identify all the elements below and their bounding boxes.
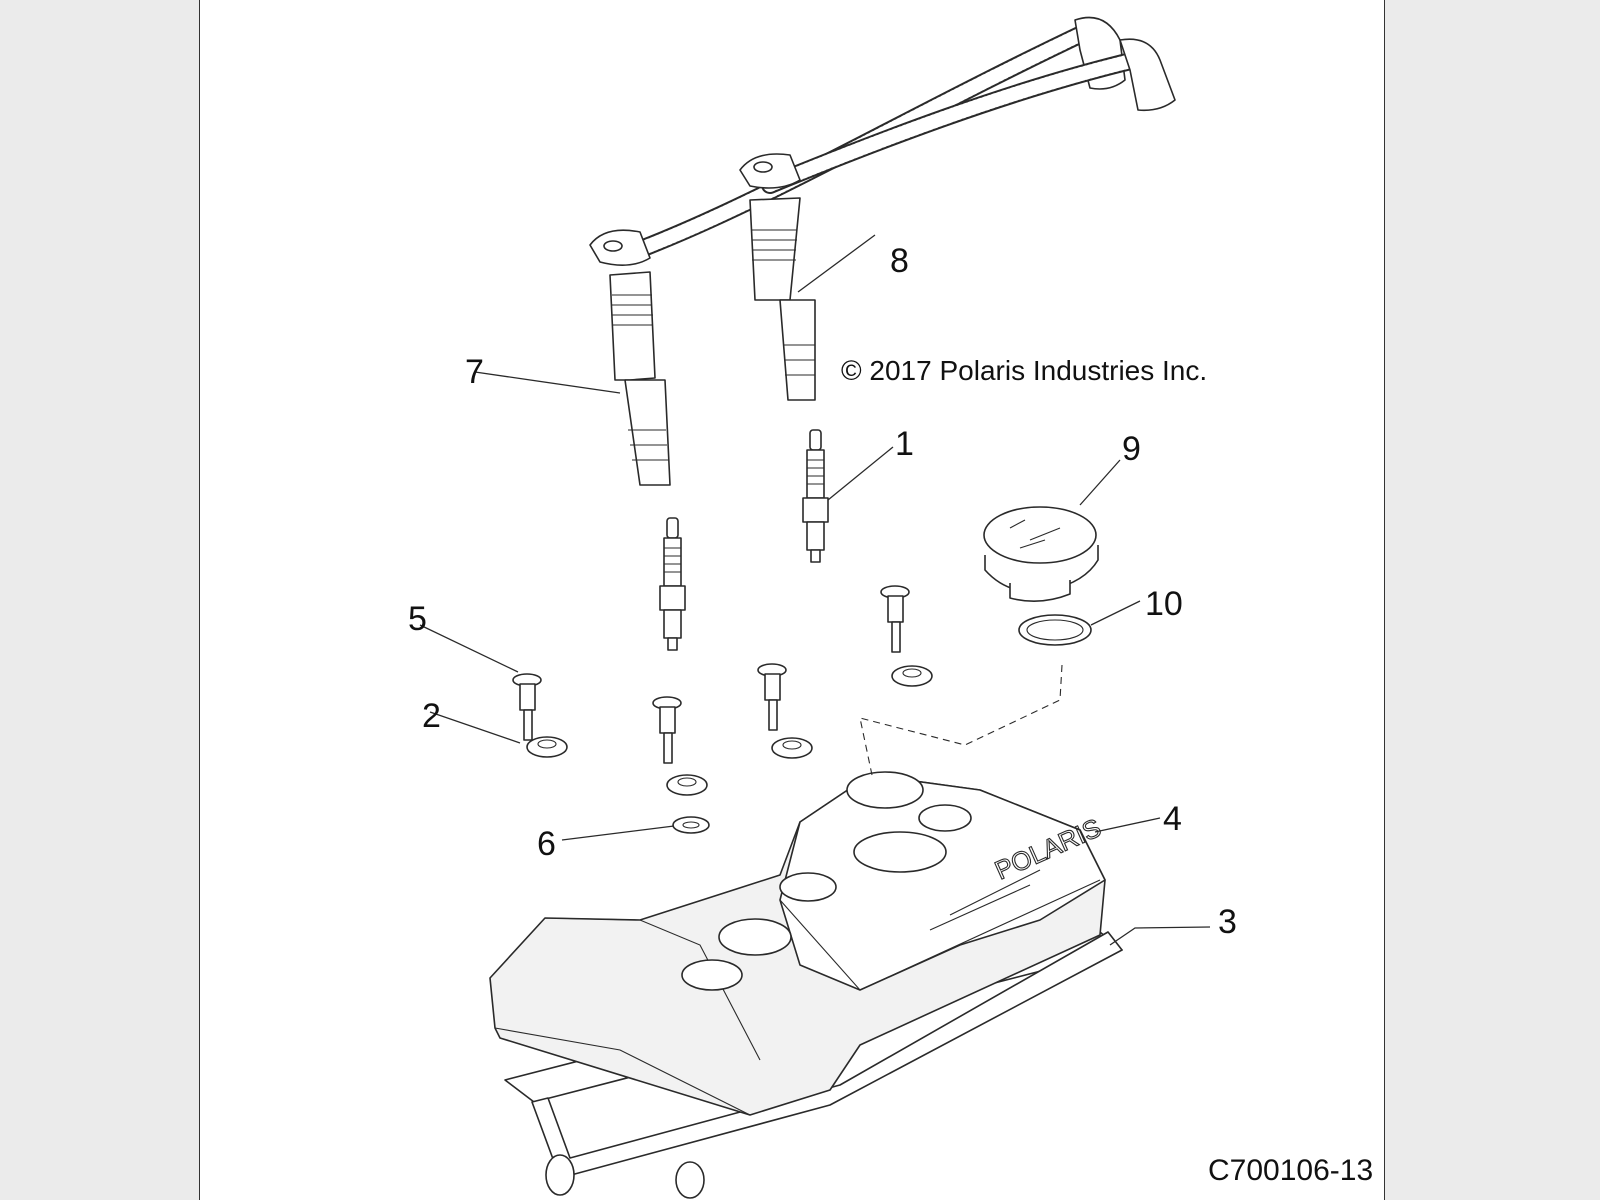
callout-2: 2 — [422, 697, 441, 735]
callout-10: 10 — [1145, 585, 1183, 623]
o-ring — [1018, 614, 1092, 646]
copyright-text: © 2017 Polaris Industries Inc. — [841, 355, 1207, 386]
bolt-grommets — [526, 665, 933, 796]
callout-1: 1 — [895, 425, 914, 463]
seal-washer — [672, 816, 710, 834]
callout-6: 6 — [537, 825, 556, 863]
callout-4: 4 — [1163, 800, 1182, 838]
leader-lines — [419, 234, 1211, 946]
callout-3: 3 — [1218, 903, 1237, 941]
valve-cover: POLARIS — [489, 771, 1106, 1116]
callout-7: 7 — [465, 353, 484, 391]
cover-bolts — [512, 585, 910, 764]
callout-8: 8 — [890, 242, 909, 280]
spark-plugs — [659, 429, 829, 651]
callout-5: 5 — [408, 600, 427, 638]
oil-filler-cap — [983, 506, 1099, 602]
cap-alignment-line — [859, 664, 1063, 776]
callout-numbers: 1 2 3 4 5 6 7 8 9 10 — [408, 242, 1237, 941]
callout-9: 9 — [1122, 430, 1141, 468]
ignition-cable-right — [739, 38, 1176, 401]
figure-id: C700106-13 — [1208, 1154, 1373, 1187]
